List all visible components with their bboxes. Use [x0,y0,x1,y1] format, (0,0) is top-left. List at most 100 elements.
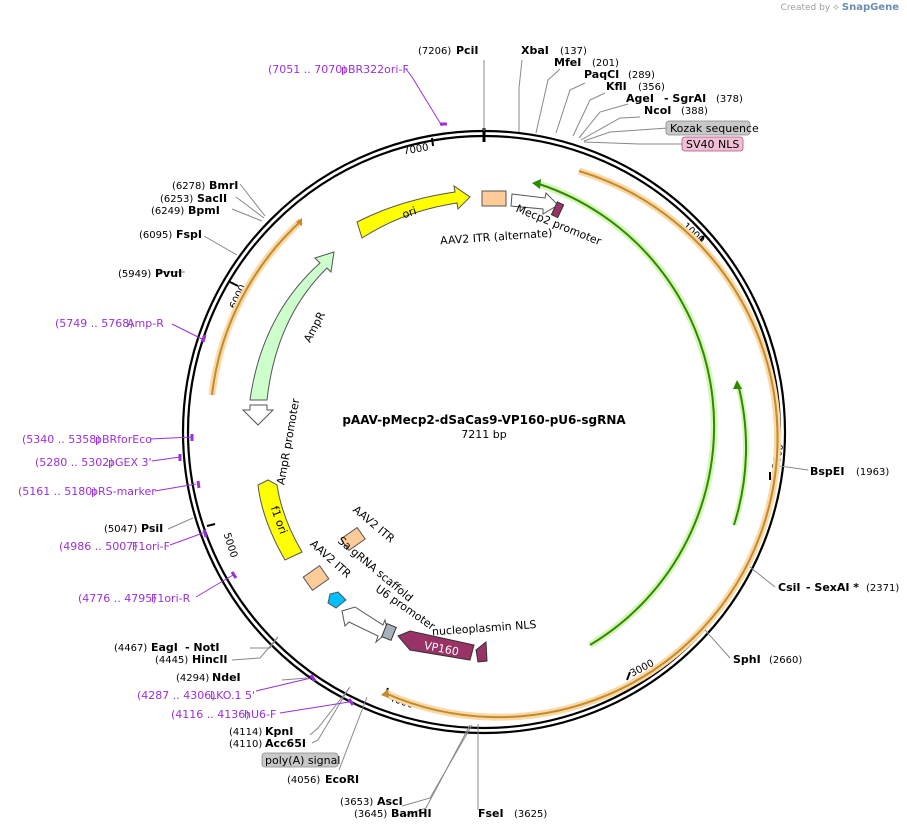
aav2-itr-box-2 [302,565,330,591]
site-kfli-pos: (356) [638,82,665,93]
site-ndei-name[interactable]: NdeI [212,671,241,684]
ori-arrow [356,184,471,239]
primer-pgex3-range: (5280 .. 5302) [35,456,114,469]
polya-signal-label[interactable]: poly(A) signal [265,754,340,767]
ampr-promoter-label: AmpR promoter [274,397,302,486]
site-acc65i-pos: (4110) [229,739,262,750]
boxed-labels: Kozak sequence SV40 NLS poly(A) signal [261,120,759,768]
site-paqci-name[interactable]: PaqCI [584,68,619,81]
site-bpmi-name[interactable]: BpmI [188,204,220,217]
site-xbai-name[interactable]: XbaI [521,44,549,57]
primer-markers [178,122,447,706]
site-bamhi-name[interactable]: BamHI [391,807,432,820]
snapgene-credit: Created by ⟡ SnapGene [781,2,899,13]
site-kpni-name[interactable]: KpnI [265,725,293,738]
ampr-label: AmpR [301,309,328,344]
site-pvui-pos: (5949) [118,269,151,280]
site-bspei-pos: (1963) [856,467,889,478]
site-sphi-pos: (2660) [769,655,802,666]
primer-f1ori-r-name[interactable]: F1ori-R [151,592,191,605]
primer-pbr322ori-f-range: (7051 .. 7070) [268,63,347,76]
site-fspi-name[interactable]: FspI [176,228,202,241]
primer-lines [149,68,443,714]
primer-hu6-f-name[interactable]: hU6-F [244,708,276,721]
site-noti-name[interactable]: - NotI [185,641,220,654]
ampr-arrow [249,251,335,401]
site-bmri-pos: (6278) [172,181,205,192]
site-kpni-pos: (4114) [229,727,262,738]
u6-tail-box [381,622,397,642]
aav2-itr-alt-label: AAV2 ITR (alternate) [440,227,553,248]
ampr-promoter-arrow [241,404,275,426]
site-hincii-pos: (4445) [155,655,188,666]
site-fsei-pos: (3625) [514,809,547,820]
site-sacii-name[interactable]: SacII [197,192,227,205]
u6-promoter-arrow [341,606,389,644]
site-eagi-pos: (4467) [114,643,147,654]
site-fspi-pos: (6095) [139,230,172,241]
nucleoplasmin-nls-arrow [475,641,488,663]
mecp2-promoter-arrow [510,191,559,215]
plasmid-length: 7211 bp [461,428,506,441]
site-csii-name[interactable]: CsiI [778,581,800,594]
site-bspei-name[interactable]: BspEI [810,465,844,478]
site-eagi-name[interactable]: EagI [151,641,178,654]
site-csii-pos: (2371) [866,583,899,594]
site-psii-pos: (5047) [104,524,137,535]
site-asci-pos: (3653) [340,797,373,808]
primer-lko1-range: (4287 .. 4306) [137,689,216,702]
primer-pbr322ori-f-name[interactable]: pBR322ori-F [341,63,409,76]
site-leader-lines [158,59,809,817]
site-sgrai-name[interactable]: - SgrAI [664,92,706,105]
primer-amp-r-name[interactable]: Amp-R [127,317,164,330]
site-fsei-name[interactable]: FseI [478,807,504,820]
primer-f1ori-r-range: (4776 .. 4795) [78,592,157,605]
primer-amp-r-range: (5749 .. 5768) [55,317,134,330]
primer-labels: (7051 .. 7070) pBR322ori-F (5749 .. 5768… [18,63,409,721]
site-bmri-name[interactable]: BmrI [209,179,238,192]
aav2-itr-alt-box [481,190,507,207]
primer-lko1-name[interactable]: LKO.1 5' [210,689,255,702]
primer-pbrforeco-name[interactable]: pBRforEco [95,433,152,446]
mecp2-tail-box [550,201,565,219]
primer-prs-marker-range: (5161 .. 5180) [18,485,97,498]
primer-pbrforeco-range: (5340 .. 5358) [22,433,101,446]
site-mfei-name[interactable]: MfeI [554,56,581,69]
tick-7000: 7000 [403,142,430,157]
site-agei-pos: (378) [716,94,743,105]
site-ncoi-name[interactable]: NcoI [644,104,671,117]
site-hincii-name[interactable]: HincII [192,653,228,666]
site-asci-name[interactable]: AscI [377,795,403,808]
primer-f1ori-f-range: (4986 .. 5007) [59,540,138,553]
plasmid-name: pAAV-pMecp2-dSaCas9-VP160-pU6-sgRNA [342,413,626,427]
site-bpmi-pos: (6249) [151,206,184,217]
site-pvui-name[interactable]: PvuI [155,267,182,280]
site-psii-name[interactable]: PsiI [141,522,163,535]
kozak-sequence-label[interactable]: Kozak sequence [670,122,759,135]
site-pcii-name[interactable]: PciI [456,44,478,57]
primer-f1ori-f-name[interactable]: F1ori-F [132,540,170,553]
site-acc65i-name[interactable]: Acc65I [265,737,306,750]
site-ecori-name[interactable]: EcoRI [325,773,359,786]
ori-label: ori [400,204,418,221]
site-ecori-pos: (4056) [287,775,320,786]
site-paqci-pos: (289) [628,70,655,81]
sa-grna-scaffold-arrow [327,591,347,609]
site-sphi-name[interactable]: SphI [733,653,761,666]
sv40-nls-label[interactable]: SV40 NLS [686,138,739,151]
site-agei-name[interactable]: AgeI [626,92,654,105]
vp160-arrow [397,630,475,661]
site-mfei-pos: (201) [592,58,619,69]
credit-brand: SnapGene [841,2,899,13]
site-ndei-pos: (4294) [176,673,209,684]
orf-arcs [208,167,782,721]
site-kfli-name[interactable]: KflI [606,80,627,93]
nucleoplasmin-nls-label: nucleoplasmin NLS [432,618,537,638]
site-sexai-name[interactable]: - SexAI * [806,581,859,594]
site-pcii-pos: (7206) [418,46,451,57]
site-sacii-pos: (6253) [160,194,193,205]
site-ncoi-pos: (388) [681,106,708,117]
site-labels: (7206) PciI XbaI (137) MfeI (201) PaqCI … [104,44,899,820]
primer-prs-marker-name[interactable]: pRS-marker [91,485,156,498]
primer-pgex3-name[interactable]: pGEX 3' [108,456,152,469]
